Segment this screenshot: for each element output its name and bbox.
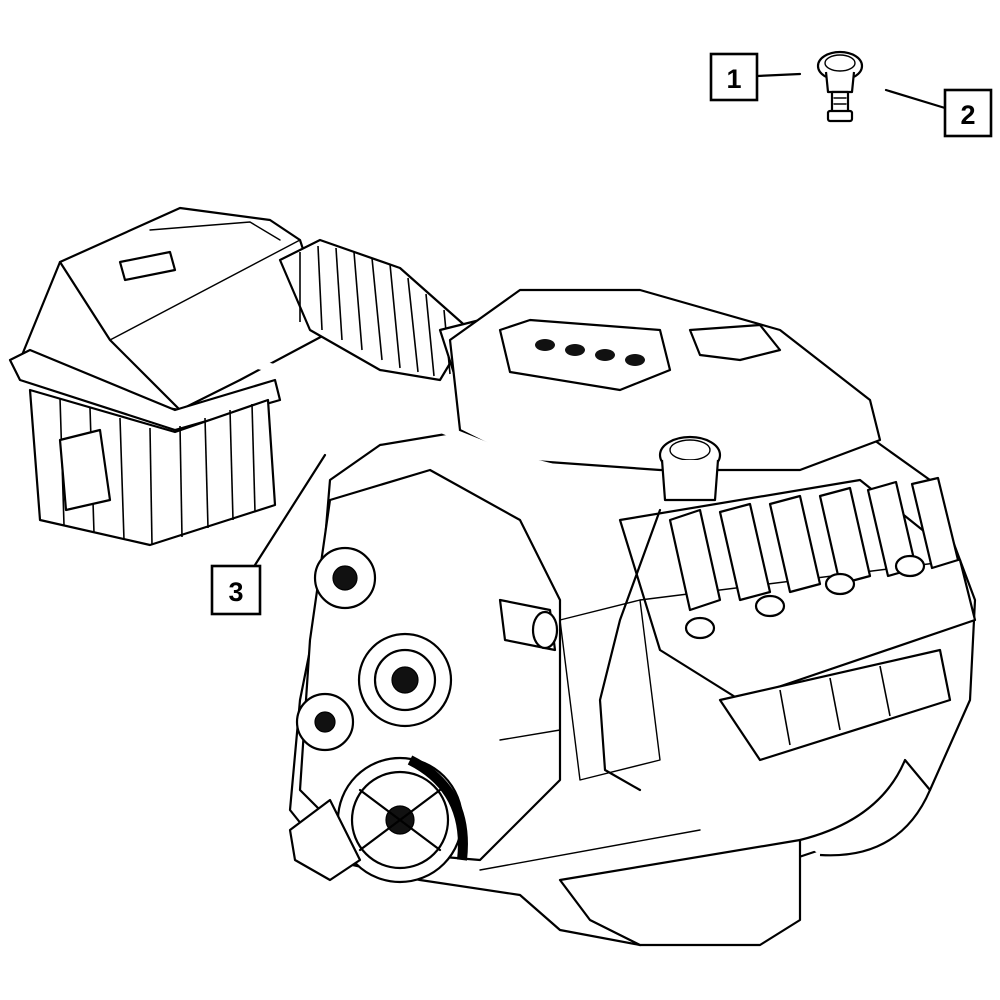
leader-line-3 <box>253 453 327 567</box>
coil-packs <box>668 476 960 612</box>
fitting-part-illustration <box>816 50 864 123</box>
callout-1: 1 <box>709 52 759 102</box>
leader-line-2 <box>884 88 947 110</box>
callout-2-label: 2 <box>960 100 975 130</box>
callout-3-label: 3 <box>228 577 243 607</box>
engine-block <box>135 288 977 947</box>
callout-1-label: 1 <box>726 64 741 94</box>
callout-3: 3 <box>210 564 262 616</box>
callout-2: 2 <box>943 88 993 138</box>
crankshaft-damper <box>336 755 468 884</box>
leader-line-1 <box>755 72 802 78</box>
